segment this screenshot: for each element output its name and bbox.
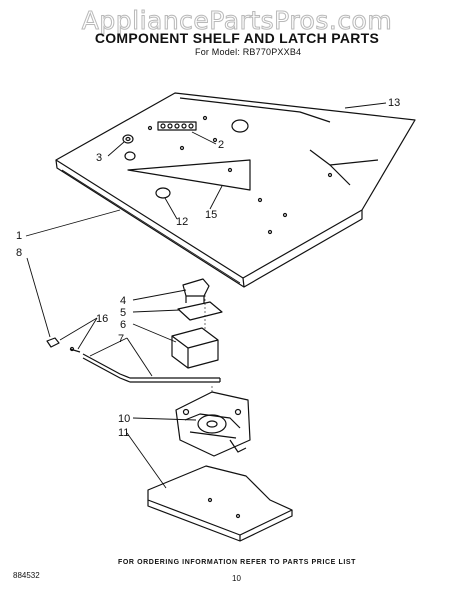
plug-hole [155,187,171,199]
terminal-block [157,121,197,131]
callout-6: 6 [120,319,126,331]
callout-12: 12 [176,216,188,228]
callout-1: 1 [16,230,22,242]
callout-11: 11 [118,427,129,439]
callout-3: 3 [96,152,102,164]
watermark-logo: AppliancePartsPros.com [81,6,393,36]
grommet [122,134,134,144]
callout-13: 13 [388,97,400,109]
callout-4: 4 [120,295,126,307]
callout-10: 10 [118,413,130,425]
callout-2: 2 [218,139,224,151]
latch-switch [182,278,210,303]
callout-5: 5 [120,307,126,319]
document-number: 884532 [13,571,40,580]
callout-8: 8 [16,247,22,259]
latch-rod [82,353,221,383]
ordering-note: FOR ORDERING INFORMATION REFER TO PARTS … [117,559,357,566]
callout-7: 7 [118,333,124,345]
component-shelf-plate [55,92,416,288]
latch-assembly [175,384,251,457]
model-subtitle: For Model: RB770PXXB4 [195,47,302,57]
wire-connector [46,337,60,348]
diagram-title: COMPONENT SHELF AND LATCH PARTS [94,30,380,46]
divider-bracket [127,159,251,191]
callout-16: 16 [96,313,108,325]
leader-lines [25,102,387,489]
page-number: 10 [232,574,241,583]
latch-base-plate [147,465,293,542]
callout-15: 15 [205,209,217,221]
latch-cover [171,327,219,369]
